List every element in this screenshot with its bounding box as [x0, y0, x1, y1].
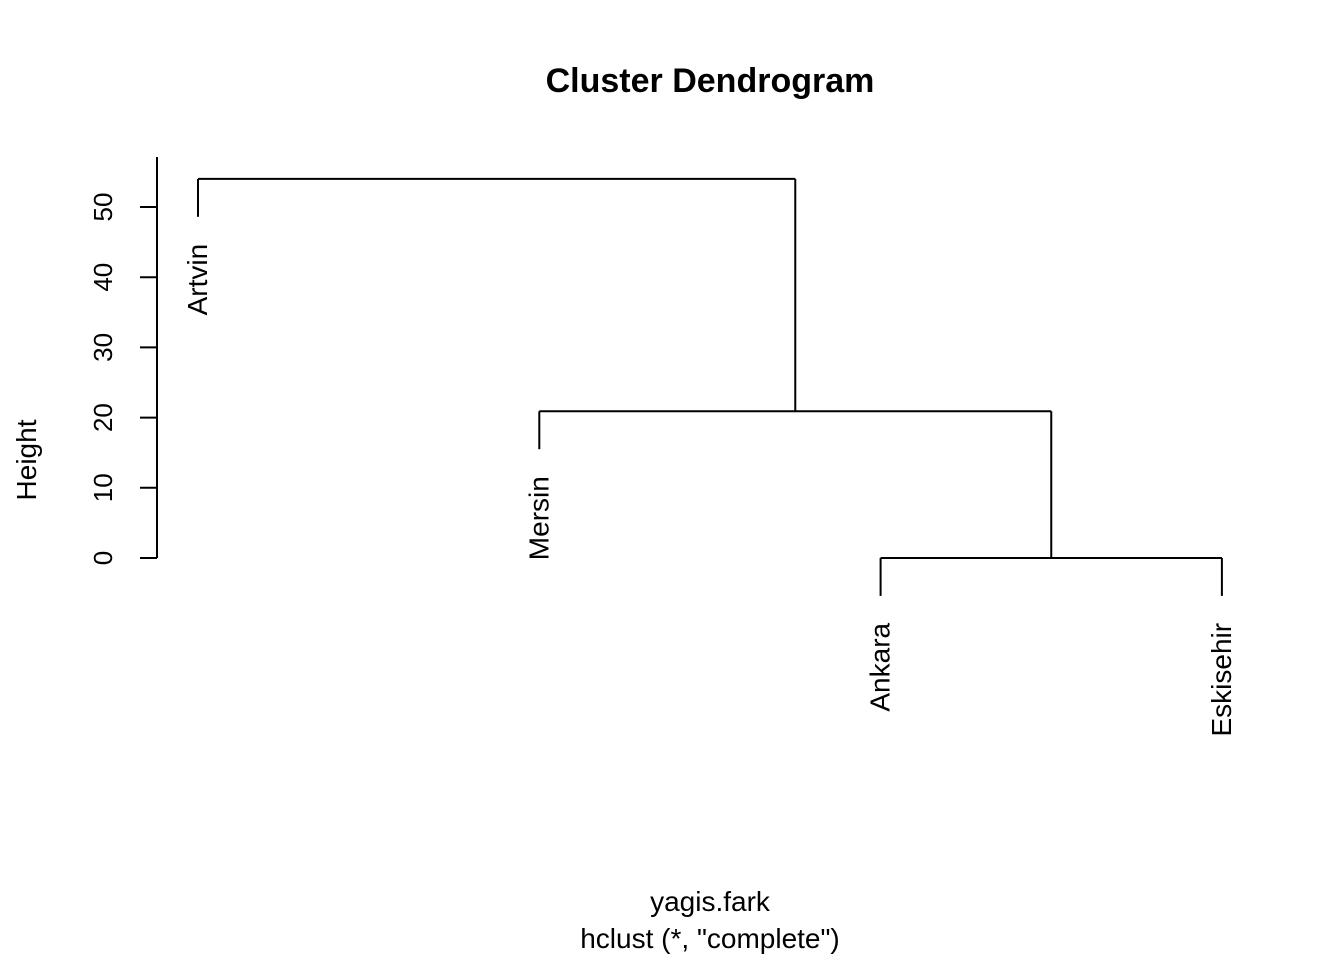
x-axis-label: yagis.fark [650, 886, 771, 917]
y-tick-label: 20 [88, 403, 118, 432]
dendrogram-branches [197, 177, 1223, 596]
x-axis-subtitle: hclust (*, "complete") [580, 923, 840, 954]
y-tick-label: 50 [88, 193, 118, 222]
y-axis-label: Height [11, 419, 42, 500]
leaf-label-artvin: Artvin [182, 244, 213, 316]
leaf-label-mersin: Mersin [523, 476, 554, 560]
y-axis: 0 10 20 30 40 50 [88, 157, 158, 565]
leaf-label-eskisehir: Eskisehir [1206, 623, 1237, 737]
y-tick-label: 40 [88, 263, 118, 292]
y-tick-label: 10 [88, 473, 118, 502]
y-tick-label: 0 [88, 551, 118, 565]
leaf-label-ankara: Ankara [865, 622, 896, 711]
y-tick-label: 30 [88, 333, 118, 362]
chart-title: Cluster Dendrogram [546, 62, 875, 100]
